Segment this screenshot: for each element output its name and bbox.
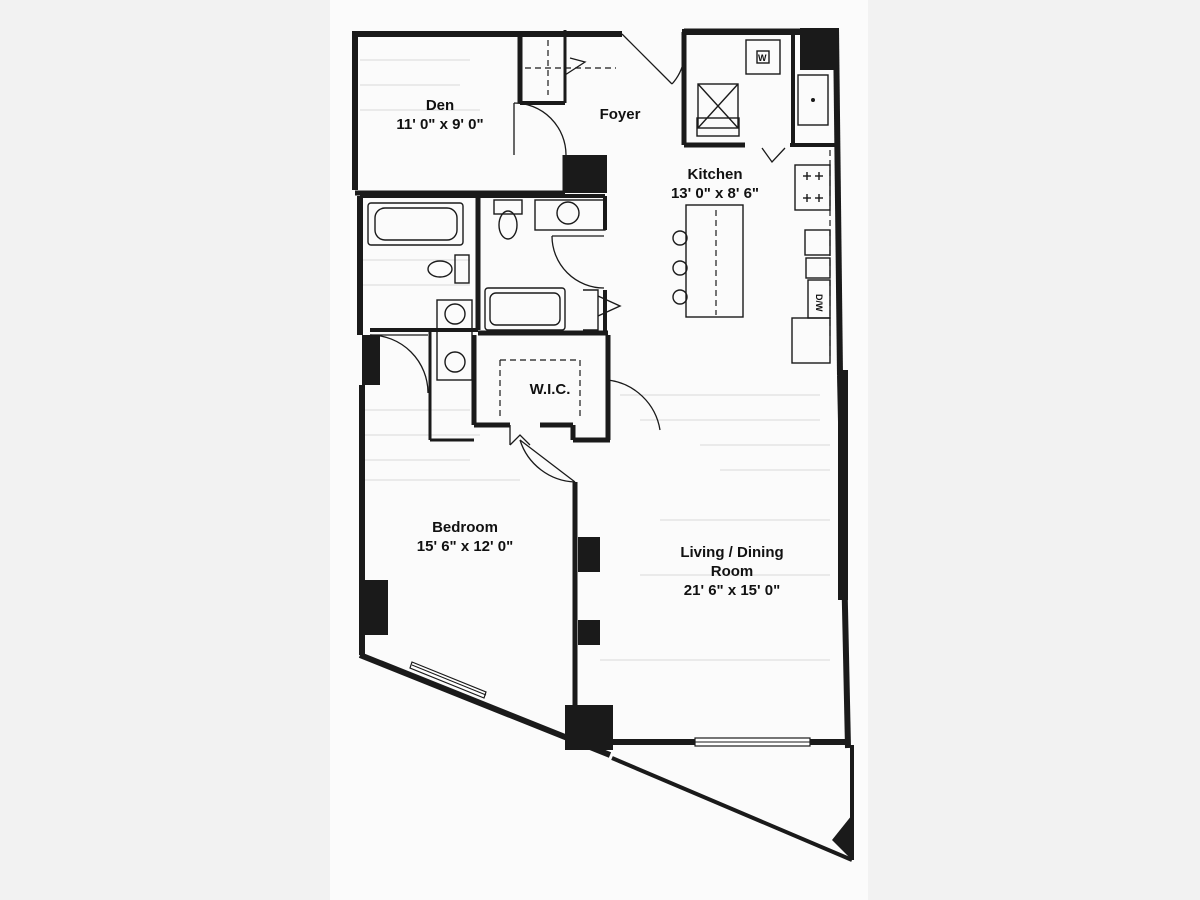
door-swings (369, 33, 786, 483)
bedroom-label: Bedroom 15' 6" x 12' 0" (395, 518, 535, 556)
den-label: Den 11' 0" x 9' 0" (385, 96, 495, 134)
kitchen-label: Kitchen 13' 0" x 8' 6" (650, 165, 780, 203)
bedroom-dims: 15' 6" x 12' 0" (416, 538, 514, 555)
washer-label: W (758, 53, 767, 63)
living-name-line1: Living / Dining (680, 544, 784, 561)
wic-name: W.I.C. (529, 381, 571, 398)
living-dims: 21' 6" x 15' 0" (683, 582, 781, 599)
kitchen-name: Kitchen (687, 166, 743, 183)
living-dining-label: Living / Dining Room 21' 6" x 15' 0" (662, 543, 802, 600)
foyer-label: Foyer (585, 105, 655, 124)
fridge-handle (811, 98, 815, 102)
wic-label: W.I.C. (510, 380, 590, 399)
kitchen-dims: 13' 0" x 8' 6" (670, 185, 760, 202)
den-dims: 11' 0" x 9' 0" (396, 116, 484, 133)
wall-blocks (362, 28, 852, 860)
dishwasher-label: D/W (814, 294, 824, 312)
den-name: Den (425, 97, 455, 114)
scan-texture (360, 59, 830, 661)
fixtures (367, 39, 831, 381)
bedroom-name: Bedroom (432, 519, 498, 536)
paper-sheet (330, 0, 868, 900)
interior-walls (355, 28, 836, 710)
foyer-name: Foyer (599, 106, 641, 123)
cooktop-burners (803, 172, 823, 202)
living-name-line2: Room (710, 563, 754, 580)
window-mullions (411, 664, 810, 743)
